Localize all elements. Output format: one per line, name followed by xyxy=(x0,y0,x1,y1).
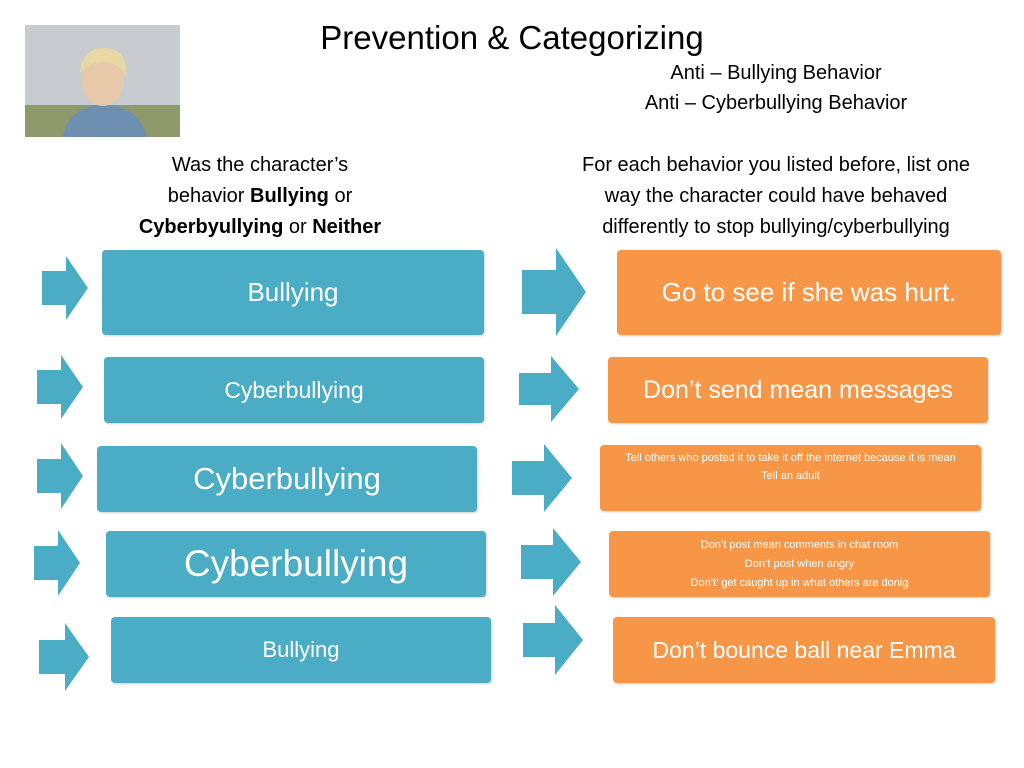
right-arrow-icon xyxy=(42,256,88,320)
right-arrow-icon xyxy=(39,623,89,691)
prevention-box-4: Don’t post mean comments in chat room Do… xyxy=(609,531,990,597)
prevention-item: Don’t post when angry xyxy=(744,558,855,570)
prevention-box-3: Tell others who posted it to take it off… xyxy=(600,445,981,511)
right-arrow-icon xyxy=(521,528,581,596)
prevention-item: Tell an adult xyxy=(761,470,820,482)
character-photo xyxy=(25,25,180,137)
category-box-2: Cyberbullying xyxy=(104,357,484,423)
subtitle-anti-bullying: Anti – Bullying Behavior xyxy=(670,62,882,84)
prevention-question: For each behavior you listed before, lis… xyxy=(582,154,970,238)
right-arrow-icon xyxy=(522,248,586,336)
prevention-box-2: Don’t send mean messages xyxy=(608,357,988,423)
right-arrow-icon xyxy=(37,443,83,509)
category-box-1: Bullying xyxy=(102,250,484,335)
prevention-item: Don’t post mean comments in chat room xyxy=(700,539,899,551)
category-box-3: Cyberbullying xyxy=(97,446,477,512)
category-box-5: Bullying xyxy=(111,617,491,683)
right-arrow-icon xyxy=(512,444,572,512)
right-arrow-icon xyxy=(37,355,83,419)
right-arrow-icon xyxy=(34,530,80,596)
prevention-box-5: Don’t bounce ball near Emma xyxy=(613,617,995,683)
slide-title: Prevention & Categorizing xyxy=(320,19,704,56)
category-box-4: Cyberbullying xyxy=(106,531,486,597)
prevention-item: Tell others who posted it to take it off… xyxy=(625,452,956,464)
prevention-box-1: Go to see if she was hurt. xyxy=(617,250,1001,335)
subtitle-anti-cyberbullying: Anti – Cyberbullying Behavior xyxy=(644,92,908,114)
category-question: Was the character’s behavior Bullying or… xyxy=(138,154,382,238)
right-arrow-icon xyxy=(519,356,579,422)
prevention-item: Don’t’ get caught up in what others are … xyxy=(690,577,909,589)
right-arrow-icon xyxy=(523,605,583,675)
